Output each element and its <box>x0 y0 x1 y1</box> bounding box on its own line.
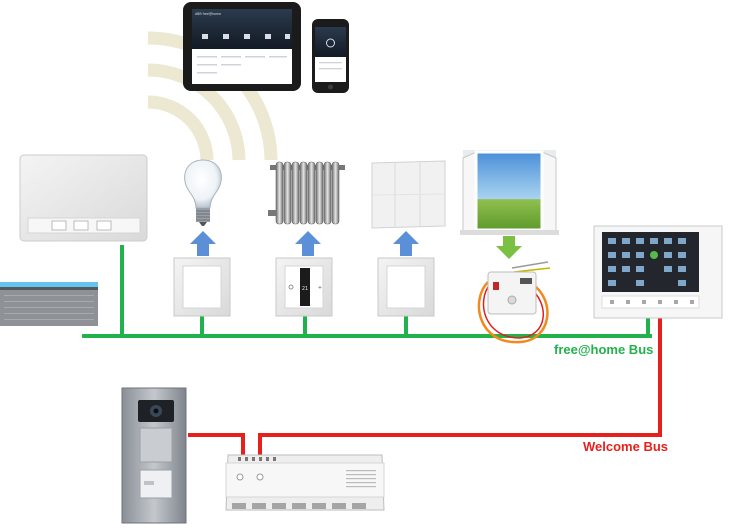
arrow-down-icon <box>496 236 522 259</box>
light-bulb-icon <box>184 159 222 226</box>
free-home-bus-label: free@home Bus <box>554 342 653 357</box>
svg-text:21: 21 <box>302 286 308 292</box>
svg-text:ABB·free@home: ABB·free@home <box>195 12 221 16</box>
blind-switch[interactable] <box>377 257 435 317</box>
welcome-bus-label: Welcome Bus <box>583 439 668 454</box>
thermostat[interactable]: 21 + <box>275 257 333 317</box>
free-home-bus-line <box>82 245 652 338</box>
outdoor-station[interactable] <box>121 387 187 524</box>
indoor-station-touch-panel[interactable] <box>593 225 723 319</box>
system-controller[interactable] <box>225 454 385 511</box>
arrow-up-icon <box>190 231 419 256</box>
smartphone[interactable] <box>312 19 349 93</box>
light-switch[interactable] <box>173 257 231 317</box>
system-access-point[interactable] <box>19 154 148 242</box>
window-sensor-module[interactable] <box>477 261 551 344</box>
window-icon <box>460 150 559 235</box>
tablet[interactable]: ABB·free@home <box>183 2 301 91</box>
blinds-icon <box>371 160 446 229</box>
welcome-bus-line <box>188 318 662 455</box>
svg-text:+: + <box>318 285 322 291</box>
radiator-icon <box>268 161 345 225</box>
welcome-gateway[interactable] <box>0 282 98 326</box>
